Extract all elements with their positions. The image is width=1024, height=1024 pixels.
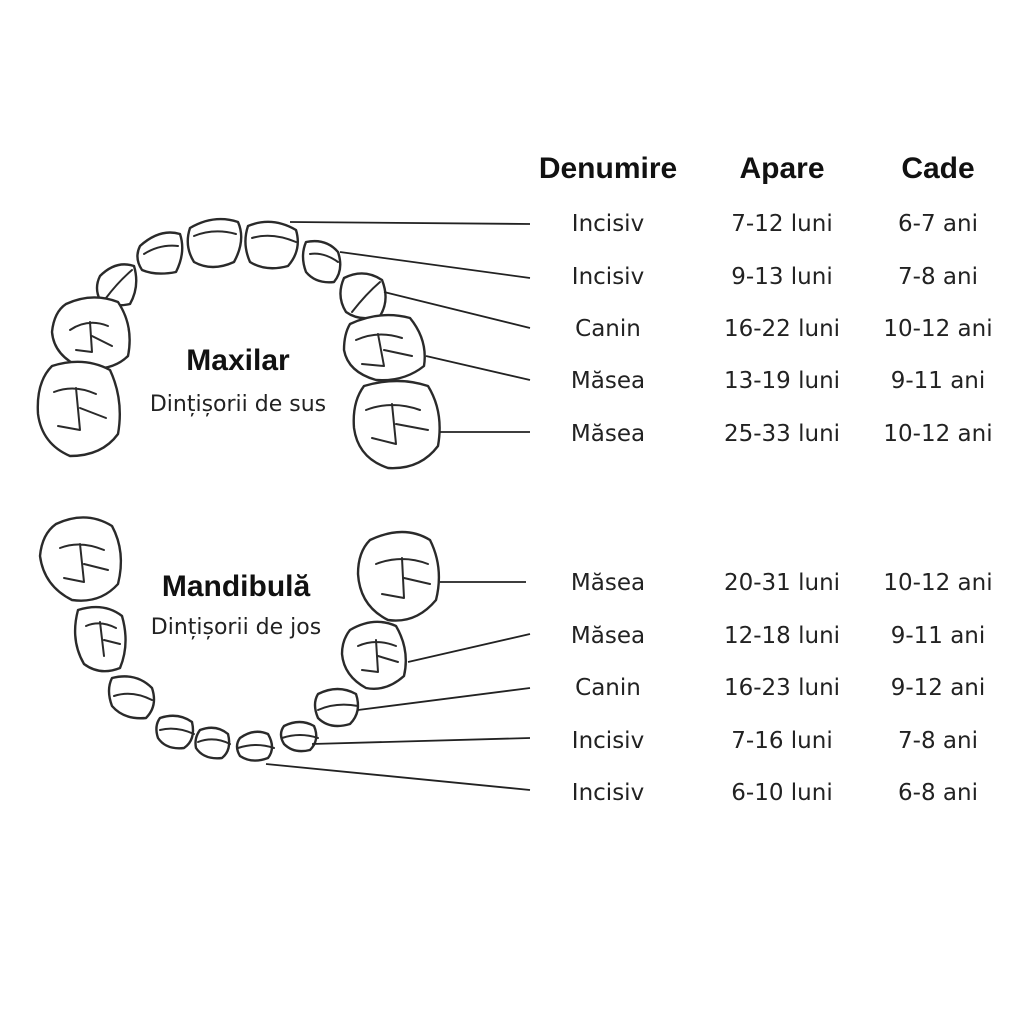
- upper-right-lateral-incisor: [301, 239, 342, 284]
- table-header: Denumire Apare Cade: [539, 152, 975, 185]
- leader-lower-5: [265, 763, 531, 791]
- leader-upper-3: [383, 291, 531, 329]
- cell-name: Măsea: [571, 368, 645, 394]
- header-appears: Apare: [739, 152, 824, 185]
- upper-jaw-subtitle: Dințișorii de sus: [150, 392, 326, 417]
- lower-left-second-molar: [38, 516, 123, 602]
- cell-appears: 6-10 luni: [731, 780, 832, 806]
- upper-right-central-incisor: [244, 220, 299, 270]
- lower-left-canine: [107, 675, 156, 720]
- cell-falls: 7-8 ani: [898, 728, 978, 754]
- cell-appears: 25-33 luni: [724, 421, 840, 447]
- table-row: Incisiv 6-10 luni 6-8 ani: [572, 780, 978, 806]
- lower-right-second-molar: [356, 530, 441, 622]
- cell-falls: 10-12 ani: [883, 570, 992, 596]
- table-row: Canin 16-23 luni 9-12 ani: [575, 675, 985, 701]
- upper-jaw-label: Maxilar Dințișorii de sus: [150, 344, 326, 417]
- leader-upper-4: [425, 355, 531, 381]
- cell-appears: 9-13 luni: [731, 264, 832, 290]
- upper-left-canine: [95, 263, 138, 307]
- upper-table: Incisiv 7-12 luni 6-7 ani Incisiv 9-13 l…: [571, 211, 993, 447]
- upper-jaw-title: Maxilar: [186, 344, 290, 377]
- lower-right-canine: [313, 687, 360, 728]
- cell-appears: 16-23 luni: [724, 675, 840, 701]
- table-row: Canin 16-22 luni 10-12 ani: [575, 316, 992, 342]
- cell-falls: 7-8 ani: [898, 264, 978, 290]
- table-row: Incisiv 9-13 luni 7-8 ani: [572, 264, 978, 290]
- header-name: Denumire: [539, 152, 677, 185]
- upper-right-second-molar: [352, 379, 441, 470]
- cell-name: Incisiv: [572, 211, 644, 237]
- table-row: Măsea 13-19 luni 9-11 ani: [571, 368, 985, 394]
- upper-left-first-molar: [50, 296, 131, 370]
- lower-left-lateral-incisor: [155, 714, 195, 750]
- leader-lines: [265, 221, 531, 791]
- cell-name: Incisiv: [572, 264, 644, 290]
- upper-left-lateral-incisor: [136, 231, 184, 275]
- cell-name: Incisiv: [572, 728, 644, 754]
- cell-name: Canin: [575, 316, 641, 342]
- upper-right-first-molar: [342, 313, 426, 382]
- upper-right-canine: [339, 272, 387, 320]
- lower-jaw-label: Mandibulă Dințișorii de jos: [151, 570, 321, 640]
- upper-left-central-incisor: [186, 217, 243, 269]
- table-row: Măsea 20-31 luni 10-12 ani: [571, 570, 993, 596]
- cell-appears: 13-19 luni: [724, 368, 840, 394]
- lower-right-first-molar: [340, 620, 407, 690]
- cell-falls: 10-12 ani: [883, 421, 992, 447]
- lower-jaw-subtitle: Dințișorii de jos: [151, 615, 321, 640]
- lower-left-central-incisor: [194, 726, 231, 760]
- cell-name: Măsea: [571, 570, 645, 596]
- upper-arch: [36, 217, 441, 470]
- lower-right-lateral-incisor: [279, 720, 319, 753]
- cell-name: Măsea: [571, 421, 645, 447]
- cell-name: Măsea: [571, 623, 645, 649]
- cell-appears: 16-22 luni: [724, 316, 840, 342]
- lower-jaw-title: Mandibulă: [162, 570, 311, 603]
- cell-name: Canin: [575, 675, 641, 701]
- cell-falls: 9-11 ani: [891, 368, 986, 394]
- leader-upper-1: [289, 221, 531, 225]
- lower-arch: [38, 516, 441, 762]
- table-row: Măsea 12-18 luni 9-11 ani: [571, 623, 985, 649]
- lower-left-first-molar: [73, 605, 127, 673]
- leader-lower-3: [357, 687, 531, 711]
- table-row: Incisiv 7-16 luni 7-8 ani: [572, 728, 978, 754]
- leader-lower-2: [407, 633, 531, 663]
- cell-appears: 20-31 luni: [724, 570, 840, 596]
- header-falls: Cade: [901, 152, 974, 185]
- table-row: Măsea 25-33 luni 10-12 ani: [571, 421, 993, 447]
- lower-table: Măsea 20-31 luni 10-12 ani Măsea 12-18 l…: [571, 570, 993, 806]
- lower-right-central-incisor: [235, 730, 275, 762]
- cell-falls: 6-7 ani: [898, 211, 978, 237]
- upper-left-second-molar: [36, 360, 121, 458]
- cell-falls: 6-8 ani: [898, 780, 978, 806]
- cell-appears: 7-16 luni: [731, 728, 832, 754]
- leader-upper-2: [339, 251, 531, 279]
- table-row: Incisiv 7-12 luni 6-7 ani: [572, 211, 978, 237]
- cell-falls: 10-12 ani: [883, 316, 992, 342]
- cell-appears: 12-18 luni: [724, 623, 840, 649]
- cell-falls: 9-11 ani: [891, 623, 986, 649]
- cell-name: Incisiv: [572, 780, 644, 806]
- leader-lower-4: [311, 737, 531, 745]
- cell-falls: 9-12 ani: [891, 675, 986, 701]
- cell-appears: 7-12 luni: [731, 211, 832, 237]
